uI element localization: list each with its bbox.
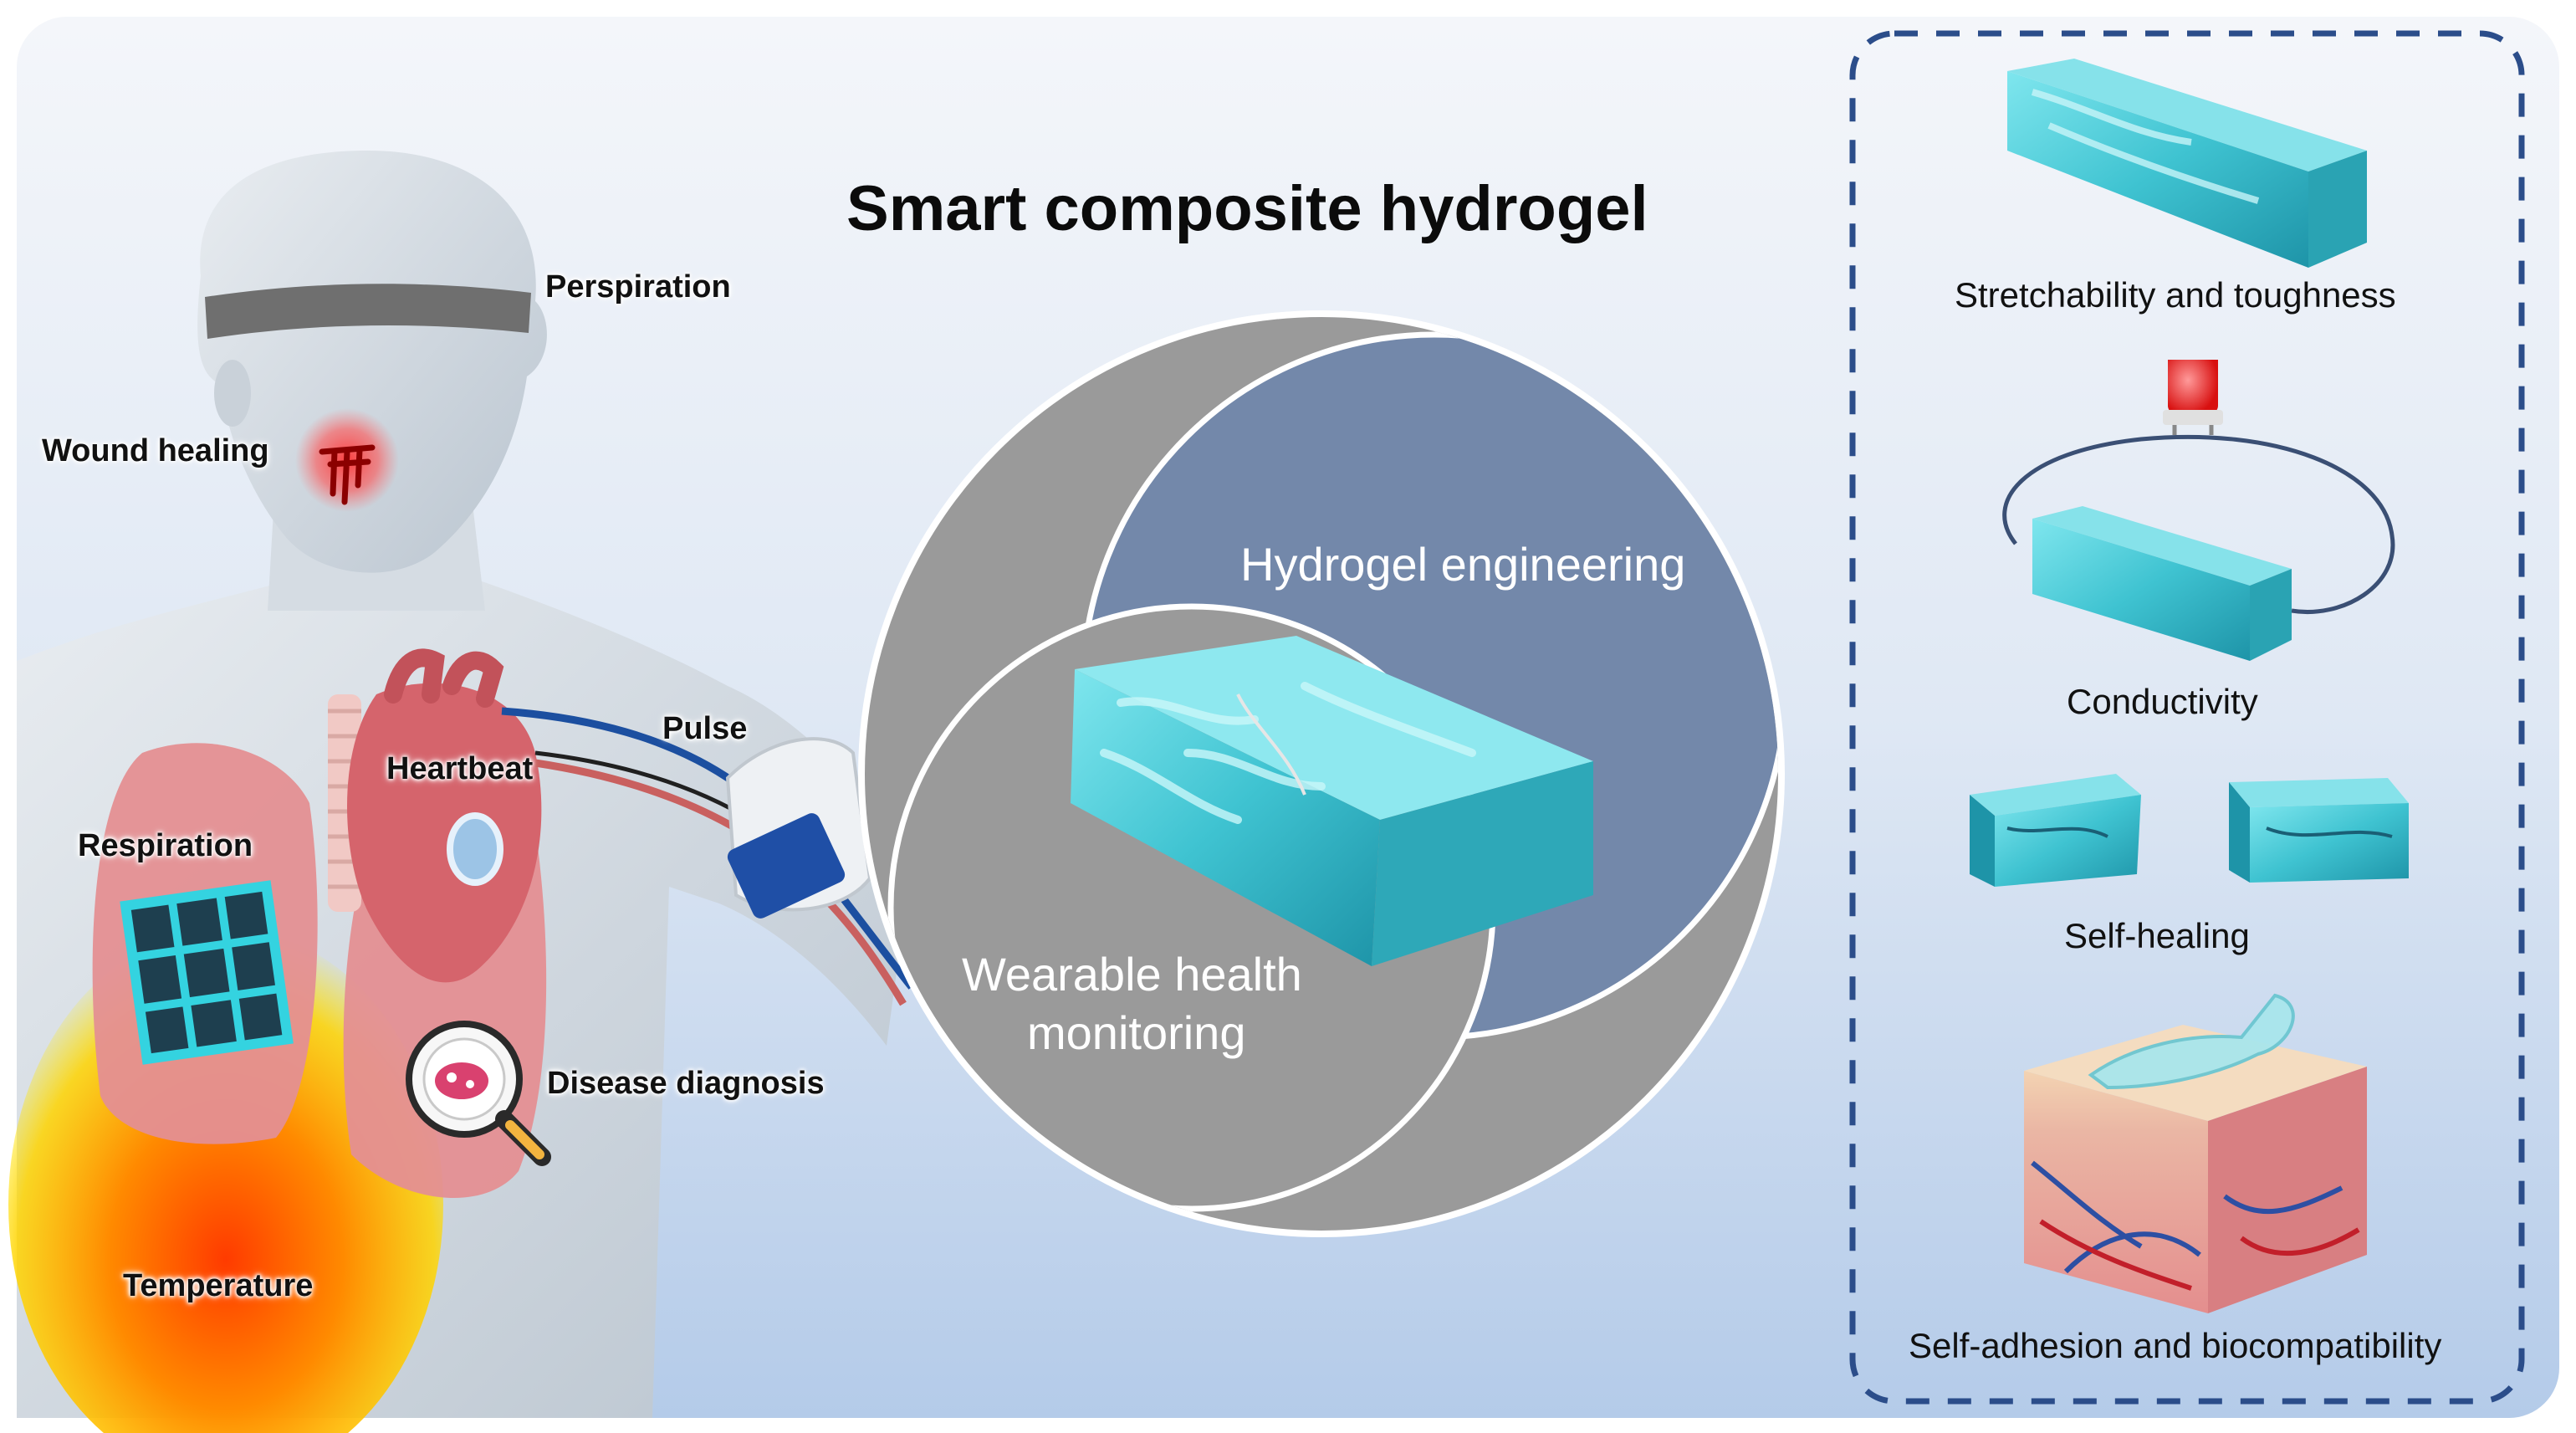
trachea-rings: [328, 709, 361, 889]
wound-marks: [319, 444, 376, 505]
skin-block: [2024, 993, 2367, 1313]
led-icon: [2168, 360, 2218, 418]
figure-title: Smart composite hydrogel: [846, 173, 1648, 244]
stretch-gel: [2007, 59, 2367, 268]
heartbeat-sensor: [447, 812, 503, 886]
central-hydrogel: [1071, 636, 1593, 966]
label-respiration: Respiration: [78, 828, 253, 863]
label-hydrogel-engineering: Hydrogel engineering: [1240, 538, 1686, 591]
label-wearable-health-line2: monitoring: [1027, 1006, 1246, 1059]
heart: [347, 683, 542, 983]
pulse-cuff: [725, 737, 872, 919]
heart-vessels: [384, 648, 504, 708]
respiration-sensor: [120, 880, 294, 1065]
ear: [214, 360, 251, 427]
label-temperature: Temperature: [123, 1268, 314, 1303]
label-wearable-health-line1: Wearable health: [962, 948, 1302, 1001]
self-healing-gels: [1970, 774, 2409, 887]
venn-diagram: [858, 310, 1785, 1237]
label-pulse: Pulse: [662, 711, 748, 746]
label-heartbeat: Heartbeat: [386, 751, 534, 786]
head: [197, 151, 547, 573]
headband: [205, 284, 531, 339]
label-wound-healing: Wound healing: [42, 433, 269, 468]
label-self-adhesion: Self-adhesion and biocompatibility: [1909, 1326, 2442, 1365]
panel-dashed-border: [1849, 30, 2525, 1405]
label-conductivity: Conductivity: [2067, 682, 2258, 721]
conductivity-circuit: [2002, 360, 2395, 661]
label-stretchability: Stretchability and toughness: [1955, 275, 2396, 315]
adhesive-gel: [2088, 993, 2295, 1090]
magnifier-icon: [406, 1021, 551, 1166]
label-disease-diagnosis: Disease diagnosis: [547, 1066, 825, 1101]
label-perspiration: Perspiration: [545, 269, 731, 305]
human-figure: [8, 151, 915, 1433]
properties-panel: [1849, 30, 2525, 1405]
label-self-healing: Self-healing: [2064, 916, 2250, 955]
